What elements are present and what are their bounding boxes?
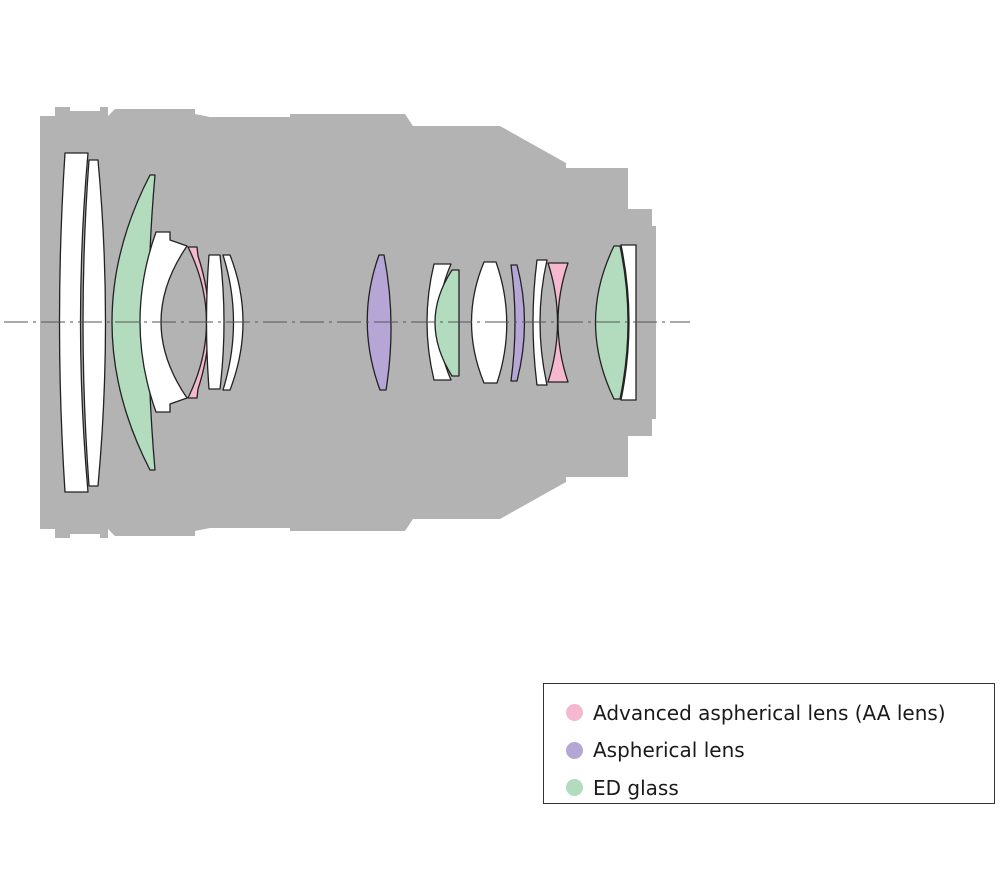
lens-element-4 xyxy=(139,231,188,413)
legend-item-ed-glass: ED glass xyxy=(544,769,994,807)
legend-label-ed-glass: ED glass xyxy=(593,775,679,800)
lens-element-7 xyxy=(222,254,244,391)
lens-element-5-aa-lens xyxy=(187,246,210,399)
lens-element-14-aa-lens xyxy=(547,262,569,383)
lens-element-10-ed-glass xyxy=(434,269,460,377)
legend-dot-aa-lens xyxy=(566,704,583,722)
legend-label-aspherical: Aspherical lens xyxy=(593,738,745,763)
legend-dot-ed-glass xyxy=(566,779,583,797)
lens-element-1 xyxy=(58,152,89,493)
lens-element-2 xyxy=(82,159,107,487)
lens-element-12-aspherical xyxy=(510,264,526,382)
lens-element-16 xyxy=(620,244,637,401)
legend: Advanced aspherical lens (AA lens) Asphe… xyxy=(543,683,995,804)
legend-item-aa-lens: Advanced aspherical lens (AA lens) xyxy=(544,694,994,732)
lens-element-6 xyxy=(205,254,225,390)
legend-label-aa-lens: Advanced aspherical lens (AA lens) xyxy=(593,700,946,725)
legend-dot-aspherical xyxy=(566,741,583,759)
legend-item-aspherical: Aspherical lens xyxy=(544,732,994,770)
